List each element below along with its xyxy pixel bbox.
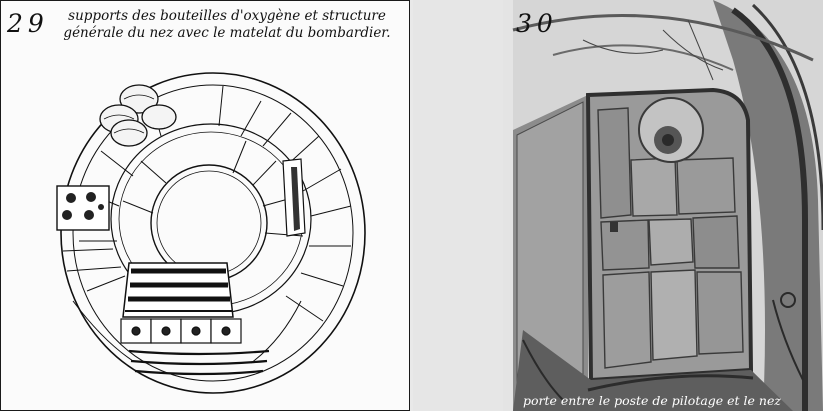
figure-29-caption: supports des bouteilles d'oxygène et str… <box>57 8 397 42</box>
ribs <box>79 85 352 322</box>
figure-30-caption: porte entre le poste de pilotage et le n… <box>523 393 781 408</box>
nose-structure-drawing <box>56 72 366 394</box>
nose-opening-inner <box>156 170 262 276</box>
bombardier-mattress <box>122 262 234 318</box>
right-panel-strip <box>282 158 306 237</box>
door-panels <box>597 107 744 369</box>
floor-steps <box>128 349 270 376</box>
instrument-panel <box>56 185 110 231</box>
oxygen-bottles <box>99 84 177 147</box>
figure-29-caption-line-1: supports des bouteilles d'oxygène et str… <box>68 8 386 24</box>
figure-29-panel: 29 supports des bouteilles d'oxygène et … <box>0 0 410 411</box>
lower-equipment-row <box>120 318 242 344</box>
figure-29-number: 29 <box>7 9 49 38</box>
figure-30-number: 30 <box>516 9 558 38</box>
figure-29-caption-line-2: générale du nez avec le matelat du bomba… <box>63 25 391 41</box>
outer-frame-ring <box>72 84 354 382</box>
outer-fuselage-ring <box>60 72 366 394</box>
door-photograph <box>413 0 823 411</box>
figure-30-panel: 30 <box>413 0 823 411</box>
